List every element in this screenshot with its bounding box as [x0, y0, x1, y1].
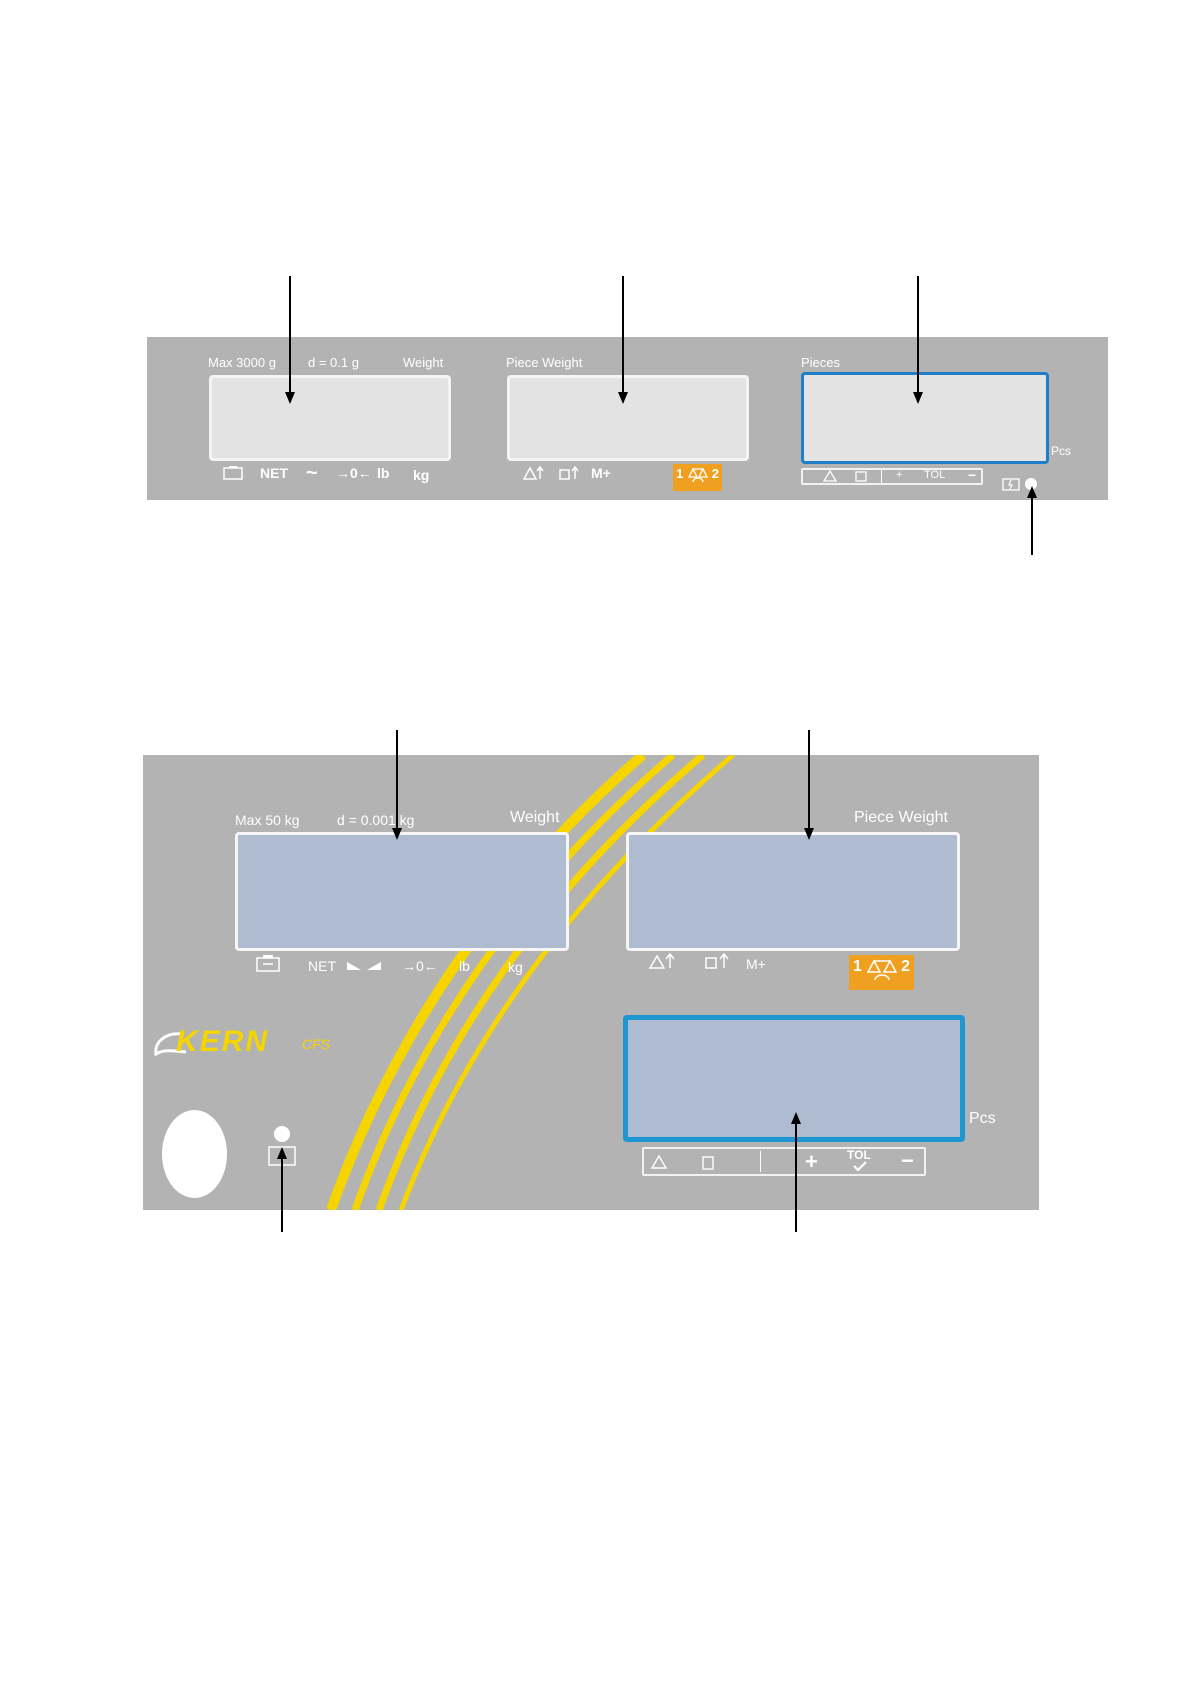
bottom-weight-d-label: d = 0.001 kg	[337, 812, 414, 828]
bottom-battery-icon	[256, 955, 280, 972]
battery-icon	[223, 466, 243, 480]
bottom-kg-indicator: kg	[508, 959, 523, 975]
bottom-arrowhead-weight	[392, 828, 402, 840]
bottom-arrowhead-led	[277, 1147, 287, 1159]
bottom-balance-icon	[866, 958, 898, 986]
top-m-plus-indicator: M+	[591, 465, 611, 481]
bottom-arrowhead-piece-weight	[804, 828, 814, 840]
power-button[interactable]	[162, 1110, 227, 1198]
kern-cfs-logo: KERN CFS	[152, 1024, 342, 1064]
pieces-up-icon	[522, 466, 544, 480]
top-tol-weight-icon	[855, 469, 867, 482]
bottom-weight-display	[235, 832, 569, 951]
top-piece-weight-label: Piece Weight	[506, 355, 582, 370]
bottom-stable-icon	[347, 961, 381, 971]
bottom-piece-weight-display	[626, 832, 960, 951]
top-scale-switch-badge: 1 2	[673, 464, 722, 491]
bottom-badge-right: 2	[901, 958, 910, 976]
top-lb-indicator: lb	[377, 465, 389, 481]
top-arrow-weight	[289, 276, 291, 392]
top-tol-divider	[881, 470, 882, 483]
top-badge-left: 1	[676, 466, 683, 481]
balance-icon	[687, 467, 709, 487]
bottom-zero-indicator: →0←	[402, 958, 438, 974]
bottom-arrow-weight	[396, 730, 398, 828]
top-charge-icon	[1002, 477, 1020, 491]
top-tol-minus: −	[968, 467, 976, 483]
bottom-net-indicator: NET	[308, 958, 336, 974]
top-badge-right: 2	[712, 466, 719, 481]
top-weight-d-label: d = 0.1 g	[308, 355, 359, 370]
bottom-charge-led	[274, 1126, 290, 1142]
top-pieces-label: Pieces	[801, 355, 840, 370]
bottom-tol-divider	[760, 1151, 761, 1172]
top-weight-label: Weight	[403, 355, 443, 370]
bottom-weight-up-icon	[704, 953, 732, 970]
bottom-tolerance-bar	[642, 1147, 926, 1176]
top-tol-plus: +	[896, 469, 902, 481]
bottom-lb-indicator: lb	[459, 958, 470, 974]
top-arrowhead-pieces	[913, 392, 923, 404]
top-arrowhead-weight	[285, 392, 295, 404]
bottom-arrowhead-pieces	[791, 1112, 801, 1124]
top-arrow-piece-weight	[622, 276, 624, 392]
bottom-tol-minus: −	[901, 1148, 914, 1174]
bottom-piece-weight-label: Piece Weight	[854, 809, 948, 827]
bottom-badge-left: 1	[853, 958, 862, 976]
top-stable-indicator: ~	[306, 462, 318, 485]
top-arrowhead-led	[1027, 486, 1037, 498]
top-weight-display	[209, 375, 451, 461]
top-net-indicator: NET	[260, 465, 288, 481]
top-arrow-led	[1031, 498, 1033, 555]
bottom-weight-max-label: Max 50 kg	[235, 812, 300, 828]
top-tol-label: TOL	[924, 469, 945, 481]
bottom-m-plus-indicator: M+	[746, 956, 766, 972]
bottom-arrow-piece-weight	[808, 730, 810, 828]
weight-up-icon	[558, 466, 580, 480]
bottom-tol-check-icon	[852, 1160, 868, 1172]
top-kg-indicator: kg	[413, 467, 429, 483]
top-zero-indicator: →0←	[336, 465, 372, 481]
bottom-weight-label: Weight	[510, 809, 560, 827]
top-weight-max-label: Max 3000 g	[208, 355, 276, 370]
bottom-tol-plus: +	[805, 1149, 818, 1175]
top-arrow-pieces	[917, 276, 919, 392]
bottom-pcs-label: Pcs	[969, 1110, 996, 1128]
top-piece-weight-display	[507, 375, 749, 461]
brand-kern: KERN	[176, 1025, 269, 1059]
top-pcs-label: Pcs	[1051, 444, 1071, 458]
bottom-arrow-led	[281, 1159, 283, 1232]
brand-cfs: CFS	[302, 1036, 330, 1052]
top-tol-pieces-icon	[823, 470, 837, 482]
top-pieces-display	[801, 372, 1049, 464]
top-arrowhead-piece-weight	[618, 392, 628, 404]
bottom-tol-weight-icon	[701, 1153, 715, 1170]
bottom-scale-switch-badge: 1 2	[849, 955, 914, 990]
bottom-pieces-up-icon	[648, 953, 676, 970]
bottom-tol-pieces-icon	[650, 1154, 668, 1170]
bottom-arrow-pieces	[795, 1124, 797, 1232]
